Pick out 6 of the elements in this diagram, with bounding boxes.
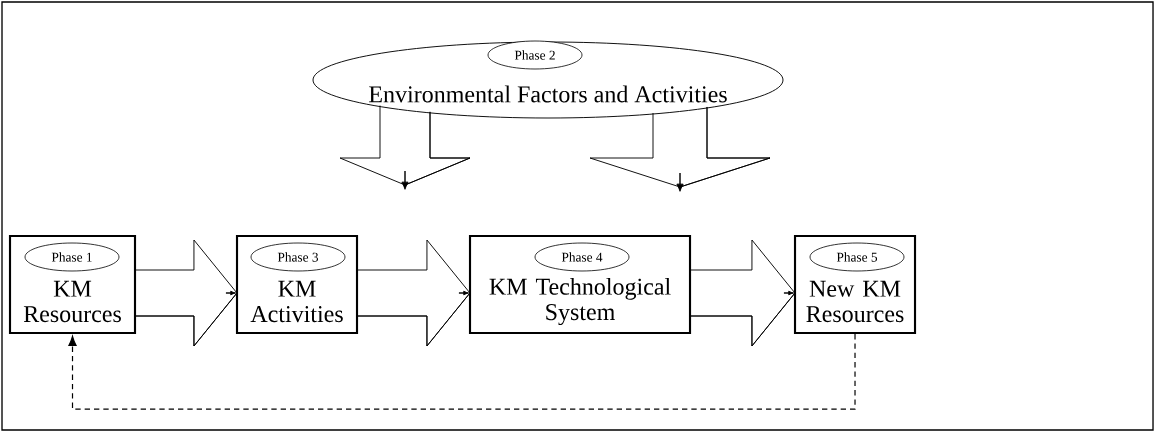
block-arrow bbox=[355, 239, 471, 347]
dashed-arrow bbox=[68, 333, 856, 410]
block-arrow bbox=[589, 106, 771, 192]
block-arrow bbox=[339, 105, 471, 190]
block-arrow bbox=[133, 239, 238, 347]
block-arrow bbox=[688, 239, 796, 347]
